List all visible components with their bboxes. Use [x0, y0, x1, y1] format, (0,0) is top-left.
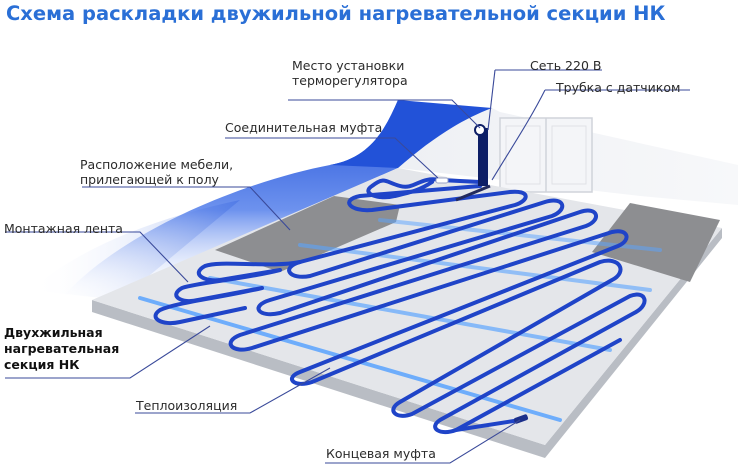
furniture-zone-left [215, 196, 400, 272]
label-section-line3: секция НК [4, 357, 80, 372]
mounting-tapes [138, 218, 662, 422]
label-network: Сеть 220 В [530, 58, 602, 73]
label-section: Двухжильная нагревательная секция НК [4, 325, 119, 373]
label-end-coupling: Концевая муфта [326, 446, 436, 461]
label-thermostat-line2: терморегулятора [292, 73, 408, 88]
label-section-line2: нагревательная [4, 341, 120, 356]
left-wall-top [330, 100, 492, 168]
label-sensor-tube: Трубка с датчиком [556, 80, 681, 95]
label-section-line1: Двухжильная [4, 325, 103, 340]
sensor-tube [455, 184, 491, 202]
heating-cable [153, 177, 647, 435]
label-coupling: Соединительная муфта [225, 120, 383, 135]
furniture-zone-right [592, 203, 720, 282]
thermostat [474, 124, 488, 186]
floor-edge [92, 228, 722, 458]
door [499, 117, 593, 193]
label-thermostat-line1: Место установки [292, 58, 405, 73]
leader-lines [5, 69, 690, 464]
label-furniture: Расположение мебели, прилегающей к полу [80, 157, 233, 187]
label-tape: Монтажная лента [4, 221, 123, 236]
label-furniture-line2: прилегающей к полу [80, 172, 219, 187]
diagram-title: Схема раскладки двужильной нагревательно… [6, 2, 666, 25]
connecting-coupling [435, 177, 449, 184]
label-thermostat: Место установки терморегулятора [292, 58, 408, 88]
label-insulation: Теплоизоляция [136, 398, 238, 413]
label-furniture-line1: Расположение мебели, [80, 157, 234, 172]
